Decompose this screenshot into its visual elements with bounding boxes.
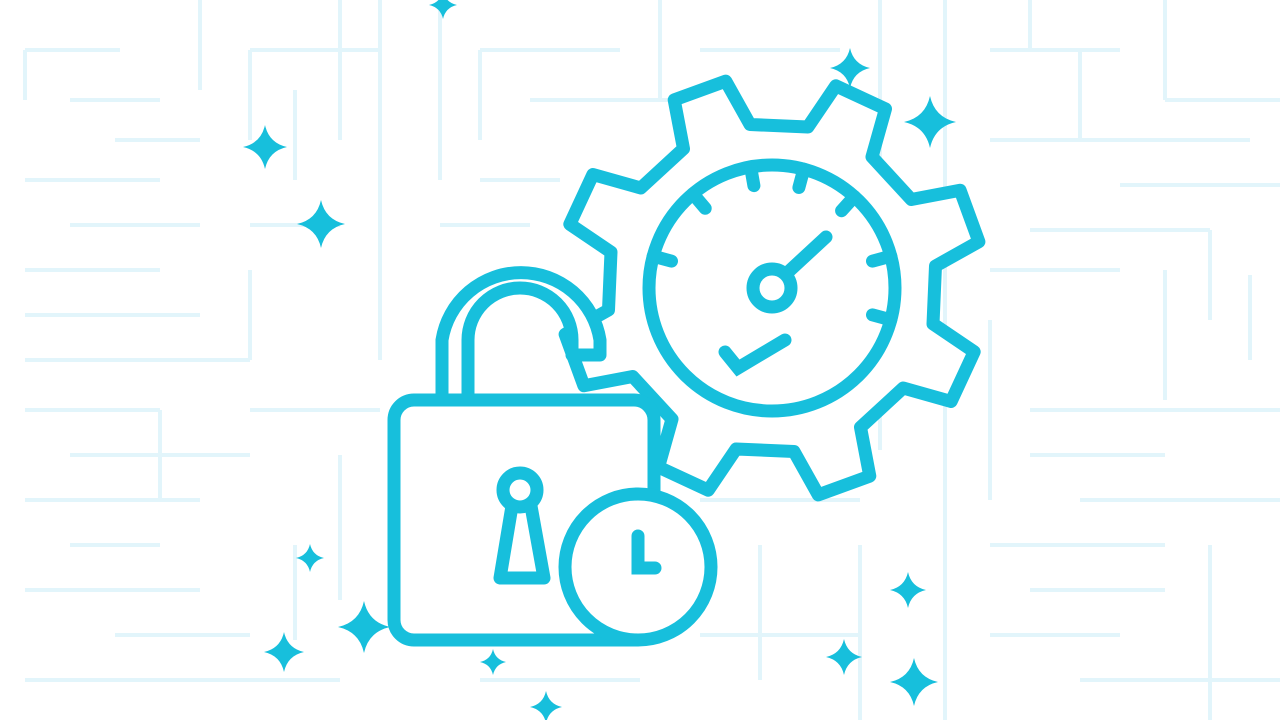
sparkle-icon [338, 601, 390, 653]
sparkle-icon [296, 544, 324, 572]
dial-tick [835, 190, 861, 218]
dial-tick [744, 160, 761, 193]
dial-tick [792, 162, 811, 194]
clock-icon [558, 487, 718, 647]
sparkle-icon [890, 658, 938, 706]
sparkles [243, 0, 956, 720]
sparkle-icon [830, 48, 870, 88]
maze-background [23, 0, 1280, 720]
dial-tick [646, 249, 678, 268]
sparkle-icon [297, 200, 345, 248]
sparkle-icon [904, 96, 956, 148]
dial-tick [866, 249, 898, 268]
speedometer-icon [642, 158, 902, 418]
dial-tick [686, 187, 712, 215]
sparkle-icon [826, 639, 862, 675]
sparkle-icon [429, 0, 457, 19]
sparkle-icon [890, 572, 926, 608]
sparkle-icon [530, 691, 562, 720]
sparkle-icon [264, 632, 304, 672]
sparkle-icon [480, 649, 506, 675]
dial-tick [866, 308, 898, 327]
keyhole-icon [493, 466, 551, 585]
sparkle-icon [243, 125, 287, 169]
